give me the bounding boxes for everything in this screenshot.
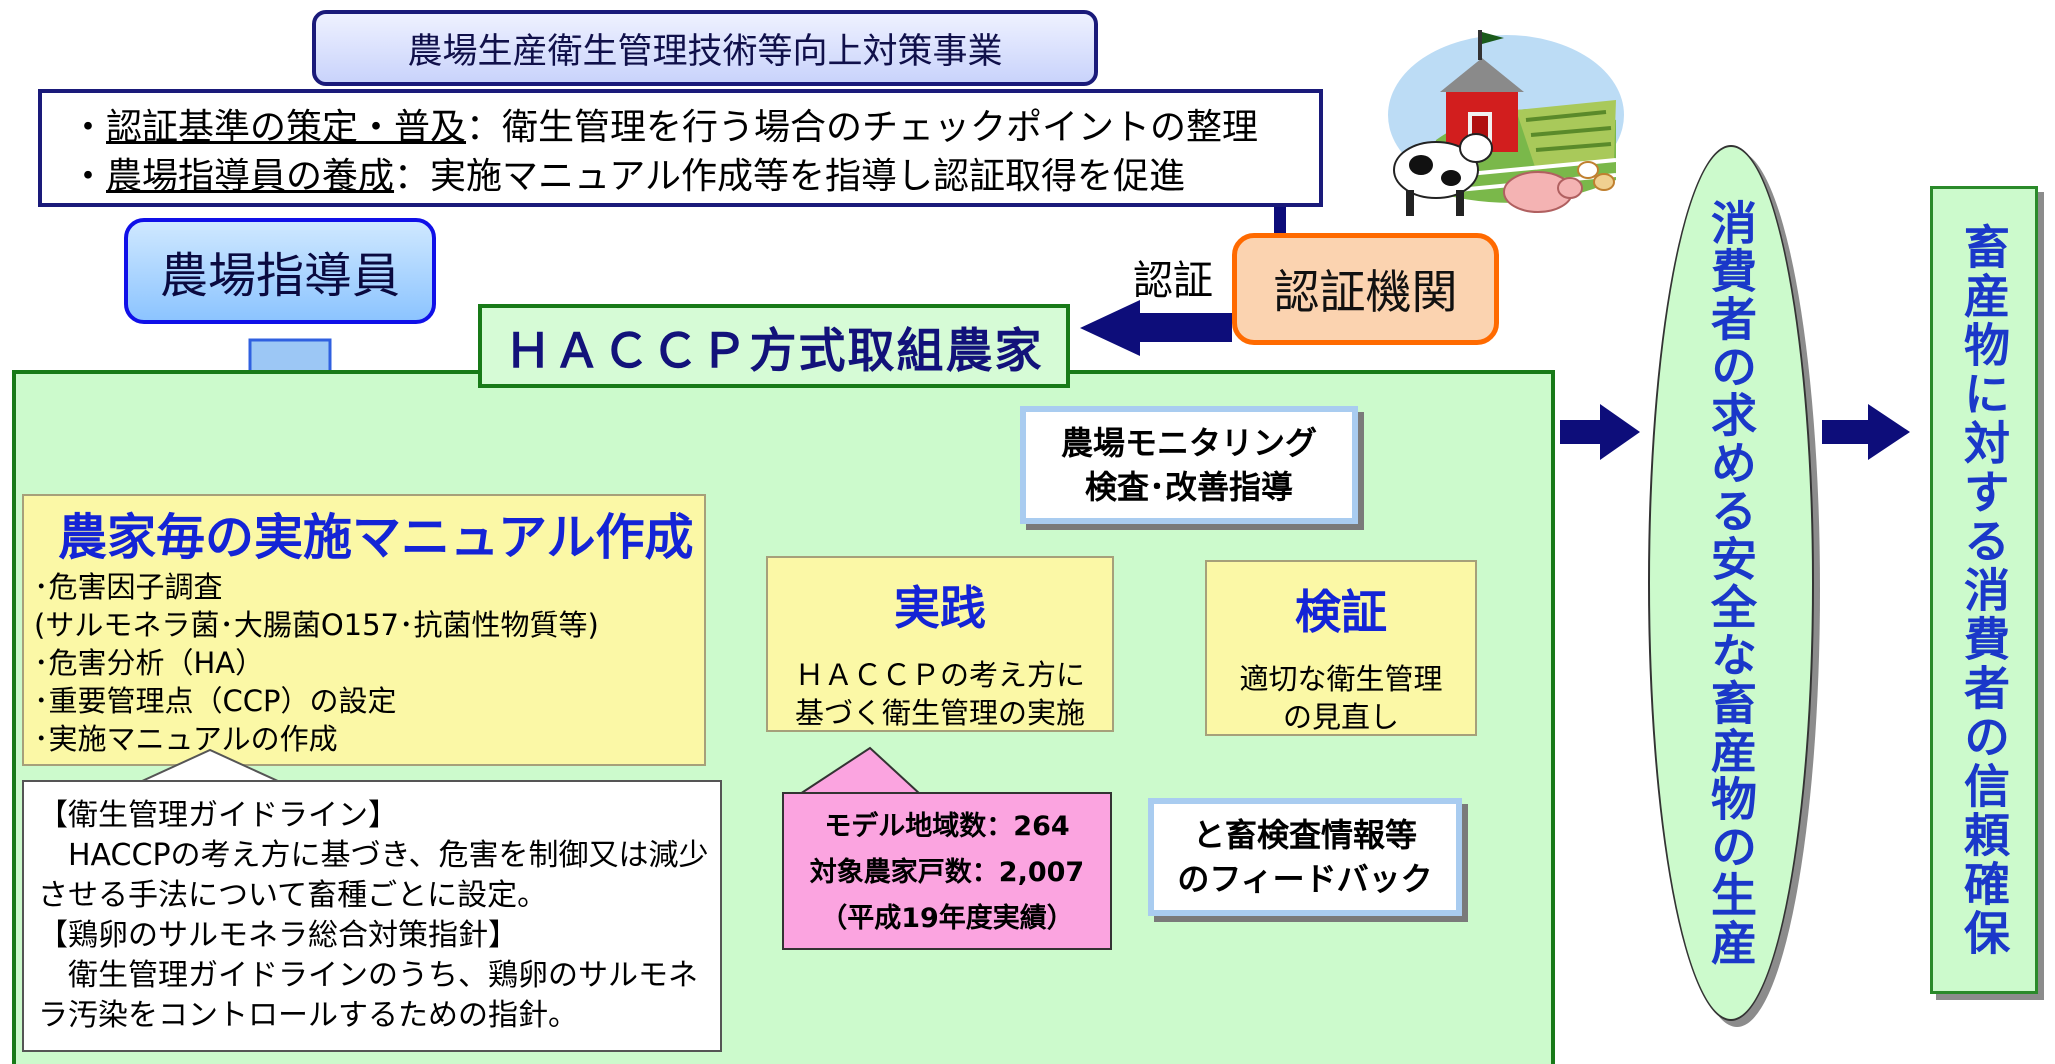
manual-item: ･危害分析（HA） (34, 646, 265, 680)
guideline-box: 【衛生管理ガイドライン】 HACCPの考え方に基づき、危害を制御又は減少させる手… (22, 780, 722, 1052)
verification-box: 検証 適切な衛生管理の見直し (1205, 560, 1477, 736)
manual-item: (サルモネラ菌･大腸菌O157･抗菌性物質等) (34, 608, 599, 642)
practice-title: 実践 (894, 581, 986, 635)
guideline-callout-pointer (140, 748, 280, 784)
model-regions-count: モデル地域数：264 (824, 811, 1070, 842)
manual-title: 農家毎の実施マニュアル作成 (58, 509, 694, 566)
manual-item: ･重要管理点（CCP）の設定 (34, 684, 397, 718)
consumer-trust-text: 畜産物に対する消費者の信頼確保 (1957, 222, 2011, 958)
certification-body-box: 認証機関 (1232, 233, 1499, 345)
guideline-text: HACCPの考え方に基づき、危害を制御又は減少させる手法について畜種ごとに設定。 (38, 838, 709, 913)
feedback-line2: のフィードバック (1177, 860, 1433, 898)
manual-item: ･危害因子調査 (34, 570, 223, 604)
consumer-to-trust-arrow (1822, 404, 1910, 460)
stats-callout-pointer (800, 746, 923, 796)
salmonella-heading: 【鶏卵のサルモネラ総合対策指針】 (38, 918, 518, 953)
manual-creation-box: 農家毎の実施マニュアル作成 ･危害因子調査 (サルモネラ菌･大腸菌O157･抗菌… (22, 494, 706, 766)
objective-advisor-training: ・農場指導員の養成：実施マニュアル作成等を指導し認証取得を促進 (70, 156, 1185, 197)
practice-text: ＨＡＣＣＰの考え方に基づく衛生管理の実施 (794, 658, 1085, 730)
cert-arrow (1080, 300, 1232, 356)
farm-monitoring-box: 農場モニタリング 検査･改善指導 (1020, 406, 1358, 524)
practice-box: 実践 ＨＡＣＣＰの考え方に基づく衛生管理の実施 (766, 556, 1114, 732)
guideline-heading: 【衛生管理ガイドライン】 (38, 798, 398, 833)
cert-connector (1274, 200, 1286, 238)
manual-item: ･実施マニュアルの作成 (34, 722, 338, 756)
project-title: 農場生産衛生管理技術等向上対策事業 (312, 10, 1098, 86)
verification-title: 検証 (1295, 585, 1387, 639)
feedback-line1: と畜検査情報等 (1192, 816, 1417, 854)
verification-text: 適切な衛生管理の見直し (1239, 662, 1443, 734)
objectives-box: ・認証基準の策定・普及：衛生管理を行う場合のチェックポイントの整理 ・農場指導員… (38, 89, 1323, 207)
monitoring-line2: 検査･改善指導 (1084, 468, 1293, 506)
farm-advisor-box: 農場指導員 (124, 218, 436, 324)
stats-year-note: （平成19年度実績） (820, 903, 1074, 934)
consumer-production-ellipse: 消費者の求める安全な畜産物の生産 (1648, 145, 1814, 1021)
haccp-to-consumer-arrow (1560, 404, 1640, 460)
consumer-production-text: 消費者の求める安全な畜産物の生産 (1704, 199, 1758, 967)
inspection-feedback-box: と畜検査情報等 のフィードバック (1148, 798, 1462, 916)
target-farms-count: 対象農家戸数：2,007 (809, 857, 1085, 888)
salmonella-text: 衛生管理ガイドラインのうち、鶏卵のサルモネラ汚染をコントロールするための指針。 (38, 958, 698, 1033)
objective-certification-standard: ・認証基準の策定・普及：衛生管理を行う場合のチェックポイントの整理 (70, 107, 1259, 148)
consumer-trust-box: 畜産物に対する消費者の信頼確保 (1930, 186, 2038, 994)
stats-box: モデル地域数：264 対象農家戸数：2,007 （平成19年度実績） (782, 792, 1112, 950)
farm-illustration-icon (1388, 30, 1624, 216)
monitoring-line1: 農場モニタリング (1060, 424, 1317, 462)
haccp-farm-title: ＨＡＣＣＰ方式取組農家 (478, 304, 1070, 388)
certification-label: 認証 (1133, 258, 1213, 304)
